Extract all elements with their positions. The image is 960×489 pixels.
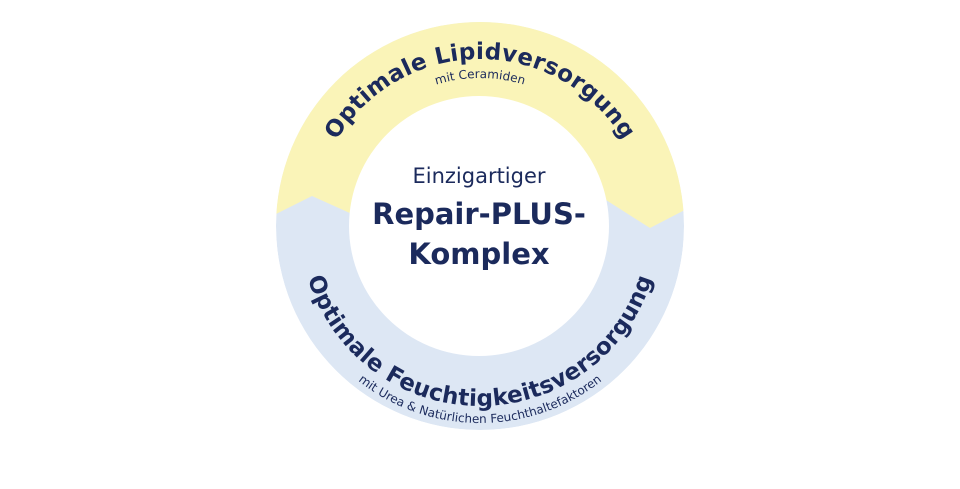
lipid-subtitle: mit Ceramiden [433, 67, 527, 88]
center-circle [349, 96, 609, 356]
center-line-1: Einzigartiger [412, 164, 545, 188]
center-line-3: Komplex [408, 237, 549, 271]
center-line-2: Repair-PLUS- [372, 197, 586, 231]
